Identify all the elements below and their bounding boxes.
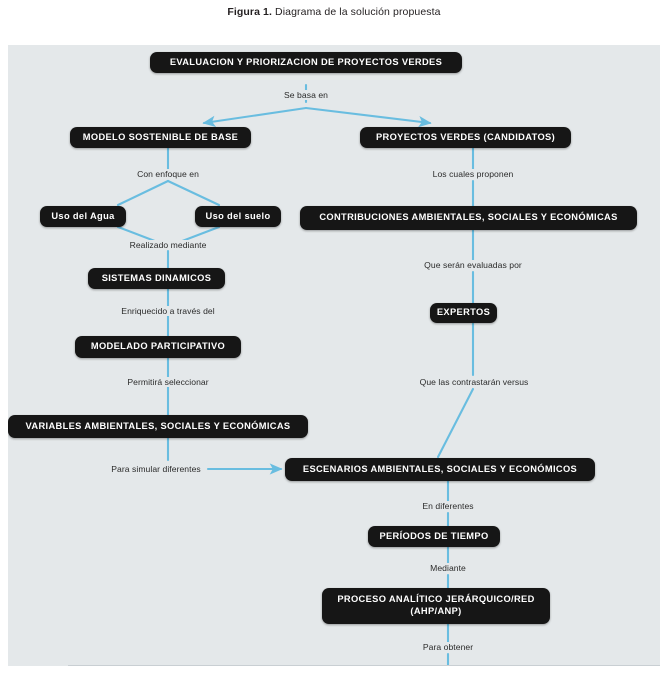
node-sistemas-dinamicos[interactable]: SISTEMAS DINAMICOS xyxy=(88,268,225,289)
node-proceso-line2: (AHP/ANP) xyxy=(410,606,462,616)
node-proceso-analitico[interactable]: PROCESO ANALÍTICO JERÁRQUICO/RED (AHP/AN… xyxy=(322,588,550,624)
diagram-canvas: EVALUACION Y PRIORIZACION DE PROYECTOS V… xyxy=(8,45,660,666)
edge-label-para-simular-diferentes: Para simular diferentes xyxy=(108,464,204,474)
edge-contrastaran-escenarios xyxy=(436,387,475,459)
node-escenarios[interactable]: ESCENARIOS AMBIENTALES, SOCIALES Y ECONÓ… xyxy=(285,458,595,481)
edge-label-realizado-mediante: Realizado mediante xyxy=(126,240,210,250)
bottom-divider xyxy=(68,665,660,666)
edge-label-los-cuales-proponen: Los cuales proponen xyxy=(429,169,517,179)
node-evaluacion[interactable]: EVALUACION Y PRIORIZACION DE PROYECTOS V… xyxy=(150,52,462,73)
node-modelo-sostenible[interactable]: MODELO SOSTENIBLE DE BASE xyxy=(70,127,251,148)
node-uso-del-agua[interactable]: Uso del Agua xyxy=(40,206,126,227)
edge-enfoque-usosuelo xyxy=(166,179,221,207)
node-periodos-de-tiempo[interactable]: PERÍODOS DE TIEMPO xyxy=(368,526,500,547)
edge-label-que-las-contrastaran-versus: Que las contrastarán versus xyxy=(416,377,532,387)
edge-label-enriquecido-a-traves-del: Enriquecido a través del xyxy=(118,306,218,316)
edge-evaluacion-modelo xyxy=(202,106,308,127)
edge-label-se-basa-en: Se basa en xyxy=(281,90,331,100)
edge-label-que-seran-evaluadas-por: Que serán evaluadas por xyxy=(421,260,525,270)
node-proceso-line1: PROCESO ANALÍTICO JERÁRQUICO/RED xyxy=(337,594,535,605)
node-uso-del-suelo[interactable]: Uso del suelo xyxy=(195,206,281,227)
node-variables[interactable]: VARIABLES AMBIENTALES, SOCIALES Y ECONÓM… xyxy=(8,415,308,438)
node-proyectos-verdes[interactable]: PROYECTOS VERDES (CANDIDATOS) xyxy=(360,127,571,148)
node-expertos[interactable]: EXPERTOS xyxy=(430,303,497,323)
edge-label-permitira-seleccionar: Permitirá seleccionar xyxy=(124,377,212,387)
node-contribuciones[interactable]: CONTRIBUCIONES AMBIENTALES, SOCIALES Y E… xyxy=(300,206,637,230)
edge-label-en-diferentes: En diferentes xyxy=(419,501,477,511)
edge-label-mediante: Mediante xyxy=(427,563,469,573)
edge-label-con-enfoque-en: Con enfoque en xyxy=(134,169,202,179)
node-modelado-participativo[interactable]: MODELADO PARTICIPATIVO xyxy=(75,336,241,358)
figure-caption-text: Diagrama de la solución propuesta xyxy=(272,6,441,18)
edge-evaluacion-proyectos xyxy=(304,106,432,128)
figure-caption: Figura 1. Diagrama de la solución propue… xyxy=(0,6,668,18)
edge-enfoque-usoagua xyxy=(116,179,170,207)
figure-caption-label: Figura 1. xyxy=(227,6,273,18)
edge-label-para-obtener: Para obtener xyxy=(419,642,477,652)
